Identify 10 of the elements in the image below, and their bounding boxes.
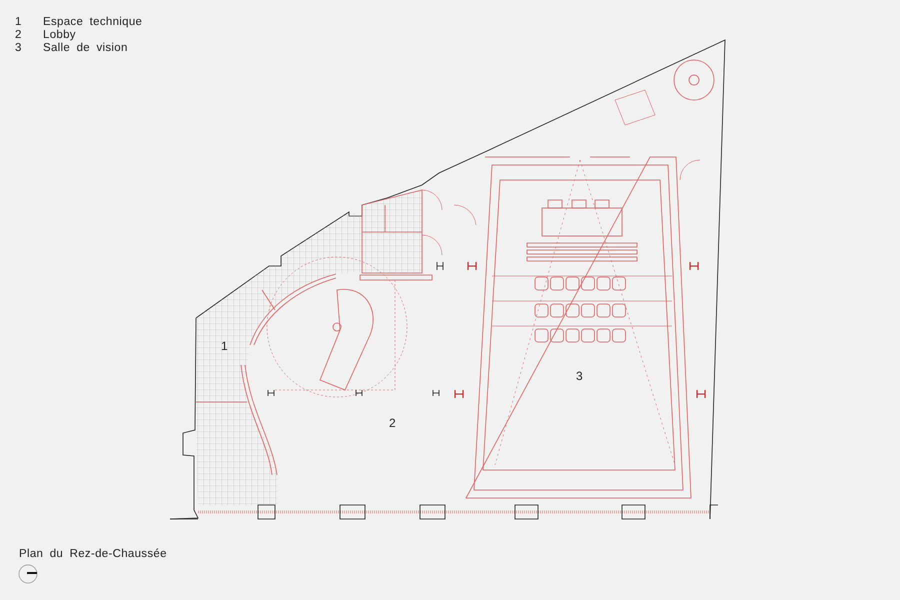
legend-text: Salle de vision — [43, 42, 128, 55]
legend-text: Lobby — [43, 29, 76, 42]
legend-number: 3 — [15, 42, 22, 55]
room-number: 3 — [576, 370, 583, 383]
legend-number: 2 — [15, 29, 22, 42]
room-number: 1 — [221, 340, 228, 353]
plan-title: Plan du Rez-de-Chaussée — [19, 548, 167, 561]
legend-text: Espace technique — [43, 16, 142, 29]
legend-number: 1 — [15, 16, 22, 29]
room-number: 2 — [389, 417, 396, 430]
